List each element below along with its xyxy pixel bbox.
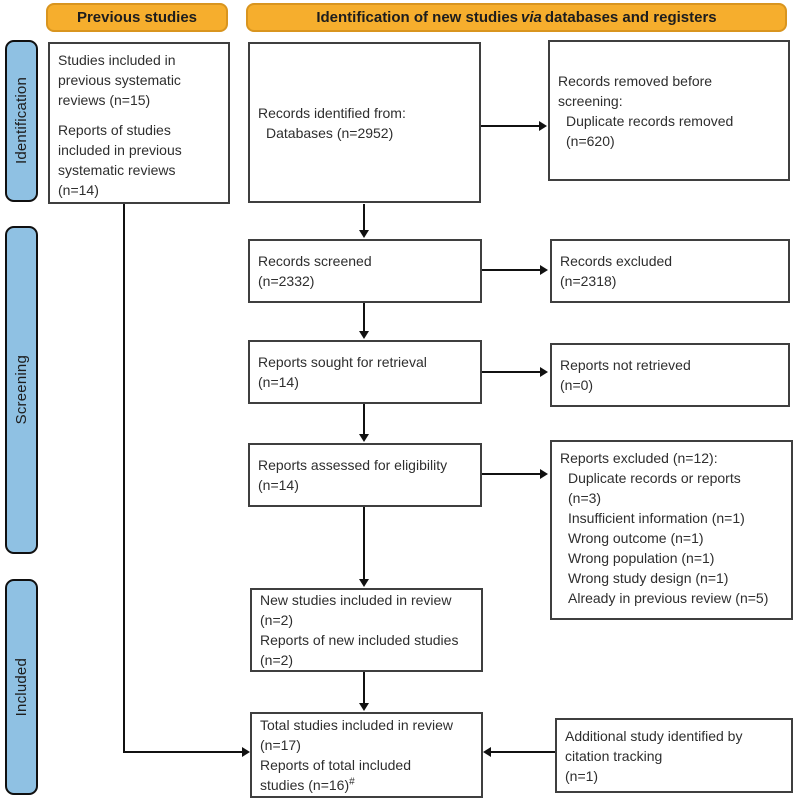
arrowhead-down-icon xyxy=(359,331,369,339)
reports-excluded-line: Wrong outcome (n=1) xyxy=(568,530,704,546)
arrowhead-right-icon xyxy=(540,469,548,479)
arrowhead-down-icon xyxy=(359,579,369,587)
header-identification-prefix: Identification of new studies xyxy=(316,9,519,26)
total-studies-last-line-text: studies (n=16) xyxy=(260,777,350,793)
additional-study-line: Additional study identified by xyxy=(565,727,743,744)
arrow-assessed-to-new-studies xyxy=(363,507,365,581)
stage-included: Included xyxy=(5,579,38,795)
reports-sought-line: Reports sought for retrieval xyxy=(258,354,427,370)
reports-excluded-line: Wrong population (n=1) xyxy=(568,550,715,566)
arrow-additional-to-total xyxy=(491,751,555,753)
reports-not-retrieved-line: Reports not retrieved xyxy=(560,357,691,373)
stage-screening: Screening xyxy=(5,226,38,554)
records-removed-line: Duplicate records removed xyxy=(566,112,734,129)
records-excluded-line: (n=2318) xyxy=(560,273,617,289)
header-previous-studies: Previous studies xyxy=(46,3,228,32)
stage-identification: Identification xyxy=(5,40,38,202)
arrowhead-down-icon xyxy=(359,703,369,711)
stage-screening-label: Screening xyxy=(13,355,30,425)
arrow-identified-to-removed xyxy=(481,125,539,127)
records-screened-line: Records screened xyxy=(258,253,372,269)
arrow-new-to-total xyxy=(363,672,365,705)
reports-excluded-line: Wrong study design (n=1) xyxy=(568,570,729,586)
previous-studies-paragraph: Reports of studies included in previous … xyxy=(58,122,182,198)
stage-included-label: Included xyxy=(13,657,30,717)
arrowhead-left-icon xyxy=(483,747,491,757)
total-studies-line: (n=17) xyxy=(260,737,301,753)
records-removed-line: Records removed before xyxy=(558,72,713,89)
reports-excluded-line: (n=3) xyxy=(568,490,602,506)
arrowhead-down-icon xyxy=(359,230,369,238)
arrowhead-right-icon xyxy=(540,265,548,275)
total-studies-line: Reports of total included xyxy=(260,757,411,773)
arrow-screened-to-excluded xyxy=(482,269,540,271)
reports-not-retrieved-line: (n=0) xyxy=(560,377,594,393)
new-studies-line: New studies included in review xyxy=(260,592,452,608)
additional-study-line: citation tracking xyxy=(565,747,663,764)
new-studies-line: (n=2) xyxy=(260,652,294,668)
box-new-studies-included: New studies included in review (n=2) Rep… xyxy=(250,588,483,672)
box-total-studies-included: Total studies included in review (n=17) … xyxy=(250,712,483,798)
box-records-screened: Records screened (n=2332) xyxy=(248,239,482,303)
box-additional-study: Additional study identified by citation … xyxy=(555,718,793,793)
arrowhead-right-icon xyxy=(242,747,250,757)
arrow-identified-to-screened xyxy=(363,204,365,232)
additional-study-line: (n=1) xyxy=(565,767,599,784)
total-studies-line: Total studies included in review xyxy=(260,717,453,733)
box-reports-sought: Reports sought for retrieval (n=14) xyxy=(248,340,482,404)
arrow-sought-to-assessed xyxy=(363,404,365,436)
arrow-sought-to-not-retrieved xyxy=(482,371,540,373)
box-records-removed: Records removed before screening: Duplic… xyxy=(548,40,790,181)
arrowhead-right-icon xyxy=(540,367,548,377)
records-excluded-line: Records excluded xyxy=(560,253,673,269)
header-identification-new-studies: Identification of new studies via databa… xyxy=(246,3,787,32)
arrowhead-right-icon xyxy=(539,121,547,131)
total-studies-last-line: studies (n=16)# xyxy=(260,775,473,795)
connector-previous-to-total-vertical xyxy=(123,204,125,753)
reports-excluded-line: Insufficient information (n=1) xyxy=(568,510,745,526)
stage-identification-label: Identification xyxy=(13,77,30,165)
arrow-screened-to-sought xyxy=(363,303,365,333)
header-identification-via: via xyxy=(521,9,542,26)
reports-assessed-line: (n=14) xyxy=(258,477,299,493)
records-identified-line: Databases (n=2952) xyxy=(266,124,394,141)
box-reports-not-retrieved: Reports not retrieved (n=0) xyxy=(550,343,790,407)
reports-assessed-line: Reports assessed for eligibility xyxy=(258,457,448,473)
box-previous-studies: Studies included in previous systematic … xyxy=(48,42,230,204)
reports-excluded-line: Duplicate records or reports xyxy=(568,470,741,486)
connector-previous-to-total-horizontal xyxy=(123,751,242,753)
records-identified-line: Records identified from: xyxy=(258,104,406,121)
records-screened-line: (n=2332) xyxy=(258,273,315,289)
records-removed-line: screening: xyxy=(558,92,623,109)
box-reports-assessed: Reports assessed for eligibility (n=14) xyxy=(248,443,482,507)
previous-studies-paragraph: Studies included in previous systematic … xyxy=(58,52,181,108)
header-previous-studies-label: Previous studies xyxy=(76,9,198,26)
box-records-identified: Records identified from: Databases (n=29… xyxy=(248,42,481,203)
header-identification-suffix: databases and registers xyxy=(544,9,717,26)
arrowhead-down-icon xyxy=(359,434,369,442)
total-studies-footnote-marker: # xyxy=(349,776,355,788)
records-removed-line: (n=620) xyxy=(566,132,615,149)
new-studies-line: Reports of new included studies xyxy=(260,632,459,648)
reports-excluded-line: Already in previous review (n=5) xyxy=(568,590,769,606)
new-studies-line: (n=2) xyxy=(260,612,294,628)
box-reports-excluded: Reports excluded (n=12): Duplicate recor… xyxy=(550,440,793,620)
box-records-excluded: Records excluded (n=2318) xyxy=(550,239,790,303)
reports-sought-line: (n=14) xyxy=(258,374,299,390)
arrow-assessed-to-reports-excluded xyxy=(482,473,540,475)
reports-excluded-line: Reports excluded (n=12): xyxy=(560,450,718,466)
